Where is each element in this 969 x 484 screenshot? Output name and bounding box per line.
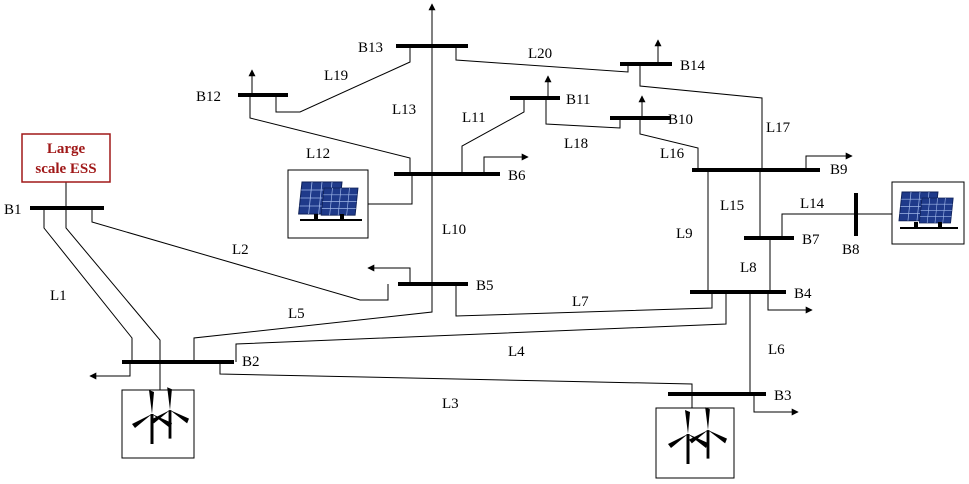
bus-label-b8: B8 bbox=[842, 242, 860, 258]
line-label-l13: L13 bbox=[392, 102, 416, 118]
bus-labels: B1 B2 B3 B4 B5 B6 B7 B8 B9 B10 B11 B12 B… bbox=[4, 40, 860, 404]
transmission-lines bbox=[43, 46, 892, 408]
line-label-l2: L2 bbox=[232, 242, 249, 258]
solar-pv-b8 bbox=[891, 181, 965, 245]
line-l11 bbox=[461, 98, 525, 174]
ess-box: Large scale ESS bbox=[21, 133, 111, 183]
bus-label-b14: B14 bbox=[680, 58, 706, 74]
line-l1 bbox=[43, 208, 133, 362]
line-l12 bbox=[249, 95, 411, 174]
ess-label-line1: Large bbox=[47, 141, 86, 157]
solar-panel-icon bbox=[898, 191, 958, 229]
bus-label-b11: B11 bbox=[566, 92, 590, 108]
line-solar-b6 bbox=[368, 174, 413, 205]
line-label-l17: L17 bbox=[766, 120, 791, 136]
load-arrow-icon bbox=[483, 153, 529, 174]
line-label-l8: L8 bbox=[740, 260, 757, 276]
bus-label-b4: B4 bbox=[794, 286, 812, 302]
line-label-l11: L11 bbox=[462, 110, 486, 126]
load-arrow-icon bbox=[89, 362, 131, 380]
solar-panel-icon bbox=[298, 181, 362, 221]
bus-label-b10: B10 bbox=[668, 112, 693, 128]
bus-label-b7: B7 bbox=[802, 232, 820, 248]
bus-label-b13: B13 bbox=[358, 40, 383, 56]
bus-label-b1: B1 bbox=[4, 202, 22, 218]
line-labels: L1 L2 L3 L4 L5 L6 L7 L8 L9 L10 L11 L12 L… bbox=[50, 46, 825, 412]
wind-turbine-b2 bbox=[121, 385, 195, 459]
bus-label-b12: B12 bbox=[196, 89, 221, 105]
wind-turbine-b3 bbox=[655, 405, 735, 479]
line-label-l19: L19 bbox=[324, 68, 348, 84]
line-label-l7: L7 bbox=[572, 294, 589, 310]
bus-label-b5: B5 bbox=[476, 278, 494, 294]
line-label-l20: L20 bbox=[528, 46, 552, 62]
line-l14 bbox=[781, 213, 856, 238]
line-label-l15: L15 bbox=[720, 198, 744, 214]
bus-label-b6: B6 bbox=[508, 168, 526, 184]
line-l3 bbox=[219, 362, 693, 394]
load-arrow-icon bbox=[767, 292, 813, 314]
load-arrow-icon bbox=[367, 264, 411, 284]
line-label-l10: L10 bbox=[442, 222, 466, 238]
line-l7 bbox=[455, 284, 713, 317]
line-l4 bbox=[235, 292, 727, 362]
line-label-l14: L14 bbox=[800, 196, 825, 212]
busbars bbox=[30, 44, 858, 396]
line-label-l1: L1 bbox=[50, 288, 67, 304]
line-l19 bbox=[275, 46, 411, 113]
line-l2 bbox=[91, 208, 389, 301]
line-label-l12: L12 bbox=[306, 146, 330, 162]
load-arrow-icon bbox=[805, 152, 853, 170]
line-label-l6: L6 bbox=[768, 342, 785, 358]
solar-pv-b6 bbox=[287, 169, 369, 239]
line-label-l4: L4 bbox=[508, 344, 525, 360]
line-l5 bbox=[193, 284, 433, 362]
line-l1-parallel bbox=[65, 208, 161, 362]
bus-label-b3: B3 bbox=[774, 388, 792, 404]
line-l16 bbox=[639, 118, 699, 170]
line-label-l9: L9 bbox=[676, 226, 693, 242]
line-l17 bbox=[639, 64, 763, 170]
bus-label-b2: B2 bbox=[242, 354, 260, 370]
load-arrow-icon bbox=[753, 394, 799, 416]
line-l20 bbox=[455, 46, 629, 73]
ess-label-line2: scale ESS bbox=[35, 161, 96, 177]
load-arrows bbox=[89, 3, 853, 416]
line-l18 bbox=[545, 98, 621, 129]
line-label-l16: L16 bbox=[660, 146, 685, 162]
bus-label-b9: B9 bbox=[830, 162, 848, 178]
line-label-l3: L3 bbox=[442, 396, 459, 412]
line-label-l18: L18 bbox=[564, 136, 588, 152]
line-label-l5: L5 bbox=[288, 306, 305, 322]
